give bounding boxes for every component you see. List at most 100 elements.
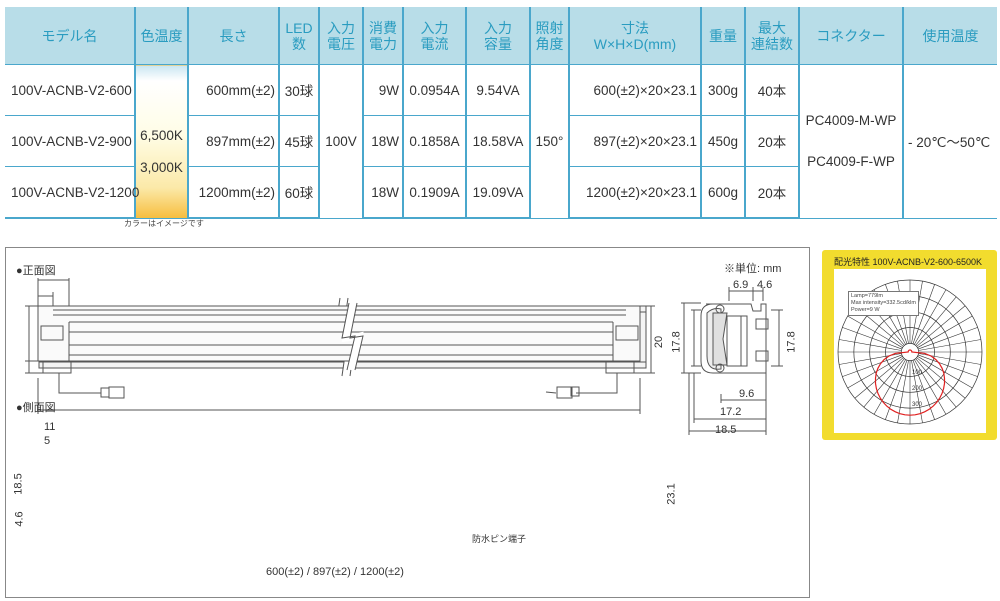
polar-title: 配光特性 100V-ACNB-V2-600-6500K [834, 257, 983, 267]
light-distribution-panel: 配光特性 100V-ACNB-V2-600-6500K Lamp=779lm M… [822, 250, 997, 440]
dims-cell: 1200(±2)×20×23.1 [568, 166, 702, 219]
temp-cell: - 20℃～50℃ [902, 64, 997, 219]
table-row: 100V-ACNB-V2-900 897mm(±2) 45球 18W 0.185… [5, 115, 997, 167]
dim-label: 17.8 [670, 331, 683, 353]
column-header: 消費 電力 [362, 7, 404, 65]
va-cell: 9.54VA [465, 64, 531, 116]
current-cell: 0.1909A [402, 166, 467, 219]
max-cell: 20本 [744, 166, 799, 219]
polar-spoke [842, 327, 902, 350]
connector-cell: PC4009-M-WP PC4009-F-WP [798, 64, 904, 219]
led-cell: 60球 [278, 166, 320, 219]
ring-label: 100 [912, 370, 923, 376]
max-cell: 40本 [744, 64, 800, 116]
voltage-cell: 100V [318, 64, 364, 219]
polar-spoke [863, 358, 905, 408]
connector-f: PC4009-F-WP [807, 154, 895, 170]
column-header: 入力 容量 [465, 7, 531, 65]
polar-spoke [917, 315, 973, 348]
dim-label: 18.5 [715, 424, 737, 436]
column-header: LED 数 [278, 7, 320, 65]
dim-label: 4.6 [13, 511, 26, 527]
max-intensity-text: Max intensity=332.5cd/klm [851, 300, 916, 306]
dim-label: 20 [653, 335, 666, 349]
side-view-title: ●側面図 [16, 402, 56, 414]
polar-spoke [916, 305, 966, 347]
polar-spoke [847, 356, 903, 389]
polar-spoke [873, 359, 906, 415]
table-row: 100V-ACNB-V2-1200 1200mm(±2) 60球 18W 0.1… [5, 166, 997, 219]
power-cell: 18W [362, 115, 404, 167]
va-cell: 19.09VA [465, 166, 531, 219]
polar-spoke [885, 360, 908, 420]
front-view-title: ●正面図 [16, 265, 56, 277]
technical-drawing [25, 278, 783, 435]
dim-label: 17.2 [720, 406, 742, 418]
dims-cell: 897(±2)×20×23.1 [568, 115, 702, 167]
color-note: カラーはイメージです [124, 219, 204, 228]
power-cell: 9W [362, 64, 404, 116]
max-cell: 20本 [744, 115, 799, 167]
column-header: 照射 角度 [529, 7, 570, 65]
column-header: 重量 [700, 7, 746, 65]
length-label: 600(±2) / 897(±2) / 1200(±2) [266, 566, 404, 578]
polar-spoke [918, 327, 978, 350]
polar-spoke [914, 359, 947, 415]
polar-spoke [916, 357, 966, 399]
column-header: 入力 電流 [402, 7, 467, 65]
column-header: 色温度 [134, 7, 189, 65]
dim-label: 11 [44, 421, 56, 433]
column-header: 入力 電圧 [318, 7, 364, 65]
weight-cell: 600g [700, 166, 746, 219]
polar-spoke [847, 315, 903, 348]
color-temp-cell: 6,500K 3,000K [134, 64, 189, 219]
current-cell: 0.0954A [402, 64, 467, 116]
polar-spoke [912, 284, 935, 344]
polar-spoke [914, 289, 947, 345]
model-cell: 100V-ACNB-V2-600 [5, 64, 136, 116]
length-cell: 600mm(±2) [187, 64, 280, 116]
led-cell: 30球 [278, 64, 320, 116]
polar-spoke [854, 357, 904, 399]
polar-spoke [911, 360, 923, 423]
ring-label: 200 [912, 386, 923, 392]
terminal-label: 防水ピン端子 [472, 534, 527, 544]
polar-spoke [912, 360, 935, 420]
lamp-text: Lamp=779lm [851, 293, 883, 299]
dim-label: 17.8 [785, 331, 798, 353]
polar-spoke [917, 356, 973, 389]
power-text: Power=9 W [851, 307, 880, 313]
color-temp-high: 6,500K [140, 128, 183, 144]
connector-m: PC4009-M-WP [805, 113, 897, 129]
side-view-drawing [25, 278, 655, 414]
polar-spoke [915, 296, 957, 346]
va-cell: 18.58VA [465, 115, 531, 167]
column-header: コネクター [798, 7, 904, 65]
led-cell: 45球 [278, 115, 320, 167]
dim-label: 9.6 [739, 388, 755, 400]
column-header: モデル名 [5, 7, 136, 65]
polar-legend: Lamp=779lm Max intensity=332.5cd/klm Pow… [848, 291, 919, 316]
dim-label: 23.1 [665, 483, 678, 505]
weight-cell: 450g [700, 115, 746, 167]
column-header: 使用温度 [902, 7, 997, 65]
polar-spoke [839, 339, 902, 351]
distribution-curve [874, 349, 946, 416]
dim-label: 4.6 [757, 279, 773, 291]
unit-label: ※単位: mm [724, 263, 782, 275]
dim-label: 6.9 [733, 279, 749, 291]
dim-label: 5 [44, 435, 51, 447]
drawing-panel: ●正面図 ●側面図 ※単位: mm 6.9 4.6 20 17.8 17.8 9… [5, 247, 810, 598]
weight-cell: 300g [700, 64, 746, 116]
model-cell: 100V-ACNB-V2-900 [5, 115, 136, 167]
polar-spoke [897, 360, 909, 423]
polar-spoke [915, 358, 957, 408]
dim-label: 18.5 [12, 473, 25, 495]
polar-spoke [918, 339, 981, 351]
color-temp-low: 3,000K [140, 160, 183, 176]
power-cell: 18W [362, 166, 404, 219]
table-row: 100V-ACNB-V2-600 6,500K 3,000K 600mm(±2)… [5, 64, 997, 219]
angle-cell: 150° [529, 64, 570, 219]
column-header: 最大 連結数 [744, 7, 800, 65]
